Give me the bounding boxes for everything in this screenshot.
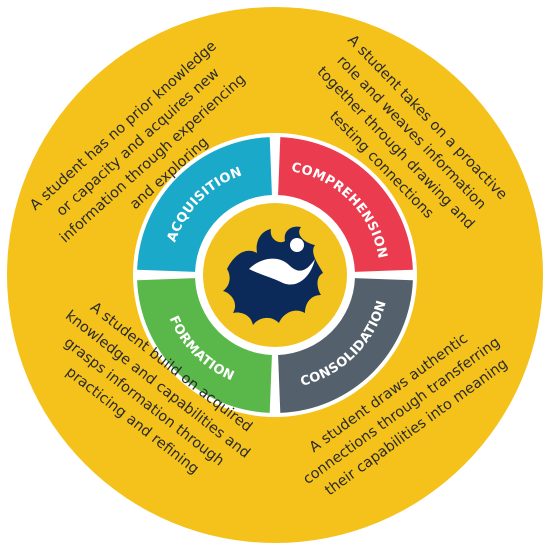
comprehension-segment — [278, 137, 413, 272]
acquisition-segment — [137, 137, 272, 272]
consolidation-segment — [278, 278, 413, 413]
formation-segment — [137, 278, 272, 413]
leaf-logo-icon — [223, 226, 323, 325]
